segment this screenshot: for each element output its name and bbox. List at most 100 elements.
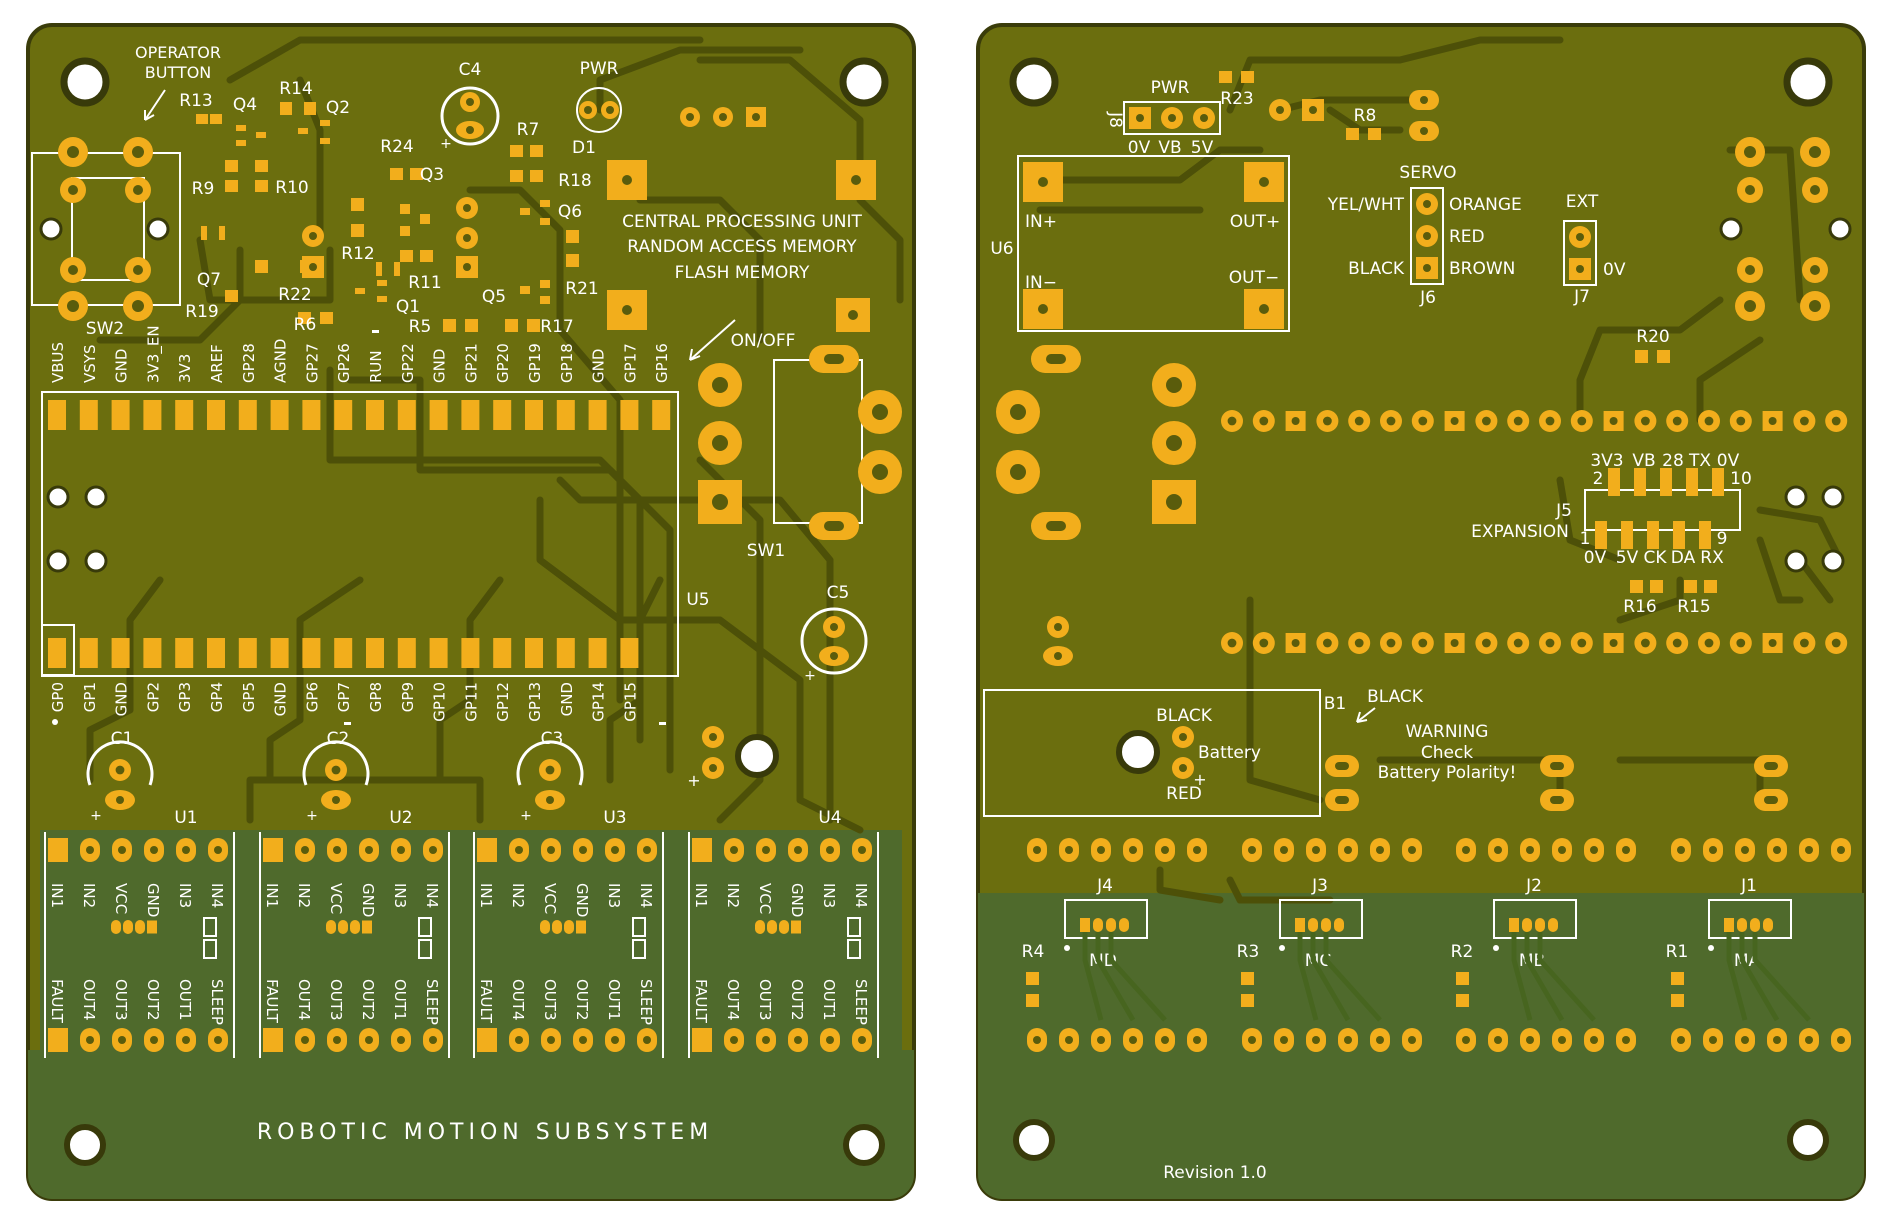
j5-top-28: 28 — [1662, 451, 1684, 471]
c4-plus: + — [440, 136, 452, 152]
driver-pin-pad — [477, 1028, 497, 1052]
back-thru-small — [1269, 90, 1439, 141]
back-driver-hole — [1462, 846, 1470, 854]
u5-bottom-pin-label: GP11 — [462, 682, 480, 722]
u5-bottom-pin-pad — [493, 638, 512, 668]
back-driver-hole — [1709, 1036, 1717, 1044]
driver-bottom-pin-label: OUT3 — [327, 979, 345, 1021]
motor-connector-pad — [1750, 918, 1760, 932]
pico-back-pad-hole — [1259, 416, 1269, 426]
pico-back-pad-hole — [1545, 416, 1555, 426]
u5-bottom-pin-pad — [270, 638, 289, 668]
pico-back-hole — [1609, 417, 1618, 425]
mounting-hole — [1787, 1119, 1829, 1161]
capacitor-outline — [302, 740, 370, 786]
driver-pin-pad — [48, 1028, 68, 1052]
driver-bottom-pin-label: OUT2 — [788, 979, 806, 1021]
r23-label: R23 — [1220, 89, 1253, 109]
driver-pin-hole — [118, 1036, 126, 1044]
capacitor-pad-hole — [331, 765, 341, 775]
capacitor-plus: + — [520, 808, 532, 824]
capacitor-label: C1 — [111, 729, 134, 749]
motor-connector-label: J4 — [1096, 876, 1113, 896]
back-driver-hole — [1494, 846, 1502, 854]
u5-top-pin-label: VSYS — [81, 345, 99, 383]
driver-bottom-pin-label: FAULT — [48, 979, 66, 1024]
back-driver-hole — [1741, 1036, 1749, 1044]
pico-back-pad-hole — [1641, 416, 1650, 426]
front-board: C1+C2+C3+ U1IN1FAULTIN2OUT4VCCOUT3GNDOUT… — [26, 23, 916, 1201]
capacitor-pad-hole — [545, 765, 555, 775]
pico-back-pad-hole — [1386, 416, 1396, 426]
driver-pin-hole — [429, 846, 437, 854]
driver-pin-hole — [397, 846, 405, 854]
pico-back-pad-hole — [1386, 638, 1396, 648]
u5-bottom-pin-label: GP1 — [81, 682, 99, 712]
back-driver-hole — [1526, 846, 1534, 854]
back-driver-hole — [1033, 846, 1041, 854]
driver-top-pin-label: IN2 — [724, 883, 742, 908]
front-thru-small — [302, 107, 766, 278]
pico-back-pad-hole — [1736, 416, 1746, 426]
motor-connector-outline — [1064, 899, 1148, 939]
u5-bottom-pin-label: GP9 — [399, 682, 417, 712]
motor-connector-pad — [1106, 918, 1116, 932]
back-driver-hole — [1161, 1036, 1169, 1044]
driver-pin-hole — [730, 1036, 738, 1044]
u5-bottom-pin-label: GP2 — [144, 682, 162, 712]
battery-plus-front: + — [687, 771, 700, 790]
j5-num-1: 1 — [1580, 529, 1591, 549]
u5-pico-footprint — [41, 330, 679, 725]
back-driver-hole — [1805, 846, 1813, 854]
expansion-label: EXPANSION — [1471, 522, 1569, 542]
mounting-hole — [1783, 57, 1833, 107]
r19-label: R19 — [185, 302, 218, 322]
back-driver-hole — [1248, 1036, 1256, 1044]
driver-small-pad — [755, 920, 765, 934]
back-driver-hole — [1741, 846, 1749, 854]
driver-pin-hole — [214, 1036, 222, 1044]
sw1-back-pads — [996, 345, 1196, 540]
motor-connector-label: J3 — [1311, 876, 1328, 896]
motor-trace — [1108, 932, 1167, 1022]
pico-back-hole — [1291, 639, 1300, 647]
j5-bot-0v: 0V — [1584, 548, 1607, 568]
back-driver-hole — [1677, 846, 1685, 854]
r6-label: R6 — [294, 315, 317, 335]
back-driver-hole — [1280, 1036, 1288, 1044]
on-off-label: ON/OFF — [731, 331, 796, 351]
driver-pin-hole — [301, 1036, 309, 1044]
driver-pin-hole — [858, 846, 866, 854]
motor-trace — [1082, 932, 1104, 1021]
driver-pin-hole — [118, 846, 126, 854]
front-mounting-holes — [60, 57, 889, 1166]
motor-connector-pad — [1509, 918, 1519, 932]
servo-label: SERVO — [1399, 163, 1456, 183]
u5-top-pin-pad — [302, 400, 321, 430]
front-silkscreen: OPERATOR BUTTON SW2 R13 Q4 R14 Q2 R9 R10… — [86, 43, 863, 1145]
u5-bottom-pin-label: GP15 — [621, 682, 639, 722]
driver-small-pad — [767, 920, 777, 934]
back-smd-pads — [1026, 71, 1717, 1007]
c5-plus: + — [804, 668, 816, 684]
driver-pin-hole — [547, 846, 555, 854]
pico-back-pad-hole — [1482, 638, 1491, 648]
operator-button-label-line1: OPERATOR — [135, 43, 221, 62]
r16-label: R16 — [1623, 597, 1656, 617]
pico-back-pad-hole — [1831, 638, 1841, 648]
pico-back-pad-hole — [1672, 638, 1682, 648]
motor-connector-pad — [1119, 918, 1129, 932]
pico-back-hole — [1291, 417, 1300, 425]
u5-bottom-pin-pad — [302, 638, 321, 668]
u5-top-pin-label: GP27 — [303, 343, 321, 383]
j5-top-0v: 0V — [1717, 451, 1740, 471]
driver-pin-pad — [263, 1028, 283, 1052]
motor-resistor-label: R3 — [1237, 942, 1260, 962]
pico-back-pad-hole — [1577, 638, 1587, 648]
solder-jumper — [418, 917, 432, 937]
back-driver-hole — [1622, 1036, 1630, 1044]
u5-top-pin-label: GND — [113, 349, 131, 383]
driver-label: U3 — [603, 808, 626, 828]
r20-label: R20 — [1636, 327, 1669, 347]
servo-right-1: ORANGE — [1449, 195, 1522, 215]
